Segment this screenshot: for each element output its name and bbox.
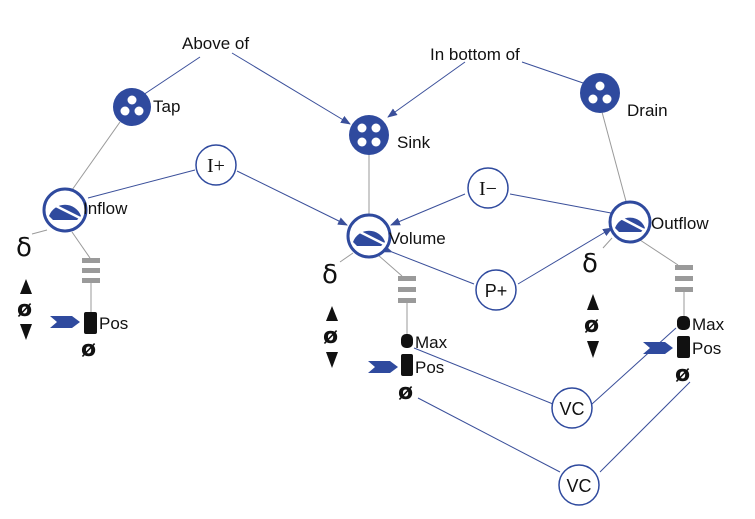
value-correspondence-node-1[interactable]: VC — [551, 387, 593, 429]
edge-inflow-iplus — [87, 169, 196, 199]
derivative-up-icon — [587, 294, 599, 310]
max-value-label: Max — [415, 333, 448, 352]
operator-label: I+ — [207, 155, 225, 177]
entity-label: Sink — [397, 133, 431, 152]
entity-icon — [580, 73, 620, 113]
edges — [31, 52, 691, 473]
derivative-zero: ø — [17, 297, 32, 322]
derivative-up-icon — [20, 279, 32, 294]
value-label: Pos — [415, 358, 444, 377]
edge-vc1-outflow-max — [591, 327, 677, 405]
edge-iplus-volume — [236, 170, 348, 226]
current-value-arrow-icon — [368, 361, 398, 373]
value-pos-marker — [677, 336, 690, 358]
entity-icon — [113, 88, 151, 126]
edge-vc2-outflow-zero — [599, 381, 691, 473]
delta-symbol: δ — [322, 260, 338, 290]
value-max-marker — [401, 334, 413, 348]
delta-symbol: δ — [16, 233, 32, 263]
derivative-outflow: δ ø — [582, 249, 599, 358]
delta-symbol: δ — [582, 249, 598, 279]
entity-sink[interactable]: Sink — [349, 115, 431, 155]
quantity-space-outflow: Max Pos ø — [643, 265, 725, 387]
derivative-inflow: δ ø — [16, 233, 32, 340]
derivative-zero: ø — [584, 313, 599, 338]
current-value-arrow-icon — [50, 316, 80, 328]
quantity-volume[interactable]: Volume — [346, 213, 446, 259]
entity-tap[interactable]: Tap — [113, 88, 180, 126]
quantity-space-inflow: Pos ø — [50, 258, 128, 362]
operator-label: I− — [479, 178, 497, 200]
quantity-outflow[interactable]: Outflow — [608, 200, 709, 244]
entity-icon — [349, 115, 389, 155]
value-label: Pos — [692, 339, 721, 358]
value-label: Pos — [99, 314, 128, 333]
edge-inflow-qs — [71, 231, 91, 259]
proportionality-positive-node[interactable]: P+ — [475, 269, 517, 311]
edge-drain-in-bottom-of — [521, 61, 587, 85]
derivative-volume: δ ø — [322, 260, 338, 368]
entity-drain[interactable]: Drain — [580, 73, 668, 120]
edge-drain-outflow — [601, 111, 628, 206]
quantity-space-stack-icon — [675, 265, 693, 292]
relation-above-of: Above of — [182, 34, 249, 53]
entity-label: Drain — [627, 101, 668, 120]
current-value-arrow-icon — [643, 342, 673, 354]
value-pos-marker — [401, 354, 413, 376]
quantity-inflow[interactable]: Inflow — [42, 187, 128, 233]
zero-value-label: ø — [81, 337, 96, 362]
derivative-down-icon — [20, 324, 32, 340]
derivative-zero: ø — [323, 324, 338, 349]
zero-value-label: ø — [398, 380, 413, 405]
quantity-gauge-icon — [346, 213, 392, 259]
influence-positive-node[interactable]: I+ — [195, 144, 237, 186]
zero-value-label: ø — [675, 362, 690, 387]
value-pos-marker — [84, 312, 97, 334]
max-value-label: Max — [692, 315, 725, 334]
operator-label: VC — [566, 476, 591, 496]
edge-tap-inflow — [71, 121, 121, 191]
quantity-label: Inflow — [83, 199, 128, 218]
quantity-label: Volume — [389, 229, 446, 248]
operator-label: P+ — [485, 281, 508, 301]
quantity-space-stack-icon — [82, 258, 100, 283]
derivative-down-icon — [587, 341, 599, 358]
edge-volume-max-vc1 — [413, 347, 554, 405]
quantity-space-volume: Max Pos ø — [368, 276, 448, 405]
edge-outflow-iminus — [509, 193, 612, 214]
entity-label: Tap — [153, 97, 180, 116]
edge-iminus-volume — [390, 193, 466, 226]
derivative-up-icon — [326, 306, 338, 321]
quantity-gauge-icon — [608, 200, 652, 244]
edge-outflow-derivative — [602, 237, 613, 249]
influence-negative-node[interactable]: I− — [467, 167, 509, 209]
edge-above-of-sink — [231, 52, 351, 125]
edge-inflow-derivative — [31, 229, 48, 235]
quantity-label: Outflow — [651, 214, 709, 233]
relation-in-bottom-of: In bottom of — [430, 45, 520, 64]
quantity-gauge-icon — [42, 187, 88, 233]
value-max-marker — [677, 316, 690, 330]
edge-outflow-qs — [639, 239, 679, 266]
operator-label: VC — [559, 399, 584, 419]
edge-volume-zero-vc2 — [417, 397, 561, 473]
edge-volume-pplus — [384, 246, 475, 285]
value-correspondence-node-2[interactable]: VC — [558, 464, 600, 506]
derivative-down-icon — [326, 352, 338, 368]
quantity-space-stack-icon — [398, 276, 416, 303]
edge-volume-derivative — [339, 252, 354, 263]
edge-volume-qs — [377, 254, 403, 277]
edge-tap-above-of — [139, 56, 201, 98]
edge-pplus-outflow — [517, 227, 613, 285]
edge-in-bottom-of-sink — [387, 61, 466, 118]
